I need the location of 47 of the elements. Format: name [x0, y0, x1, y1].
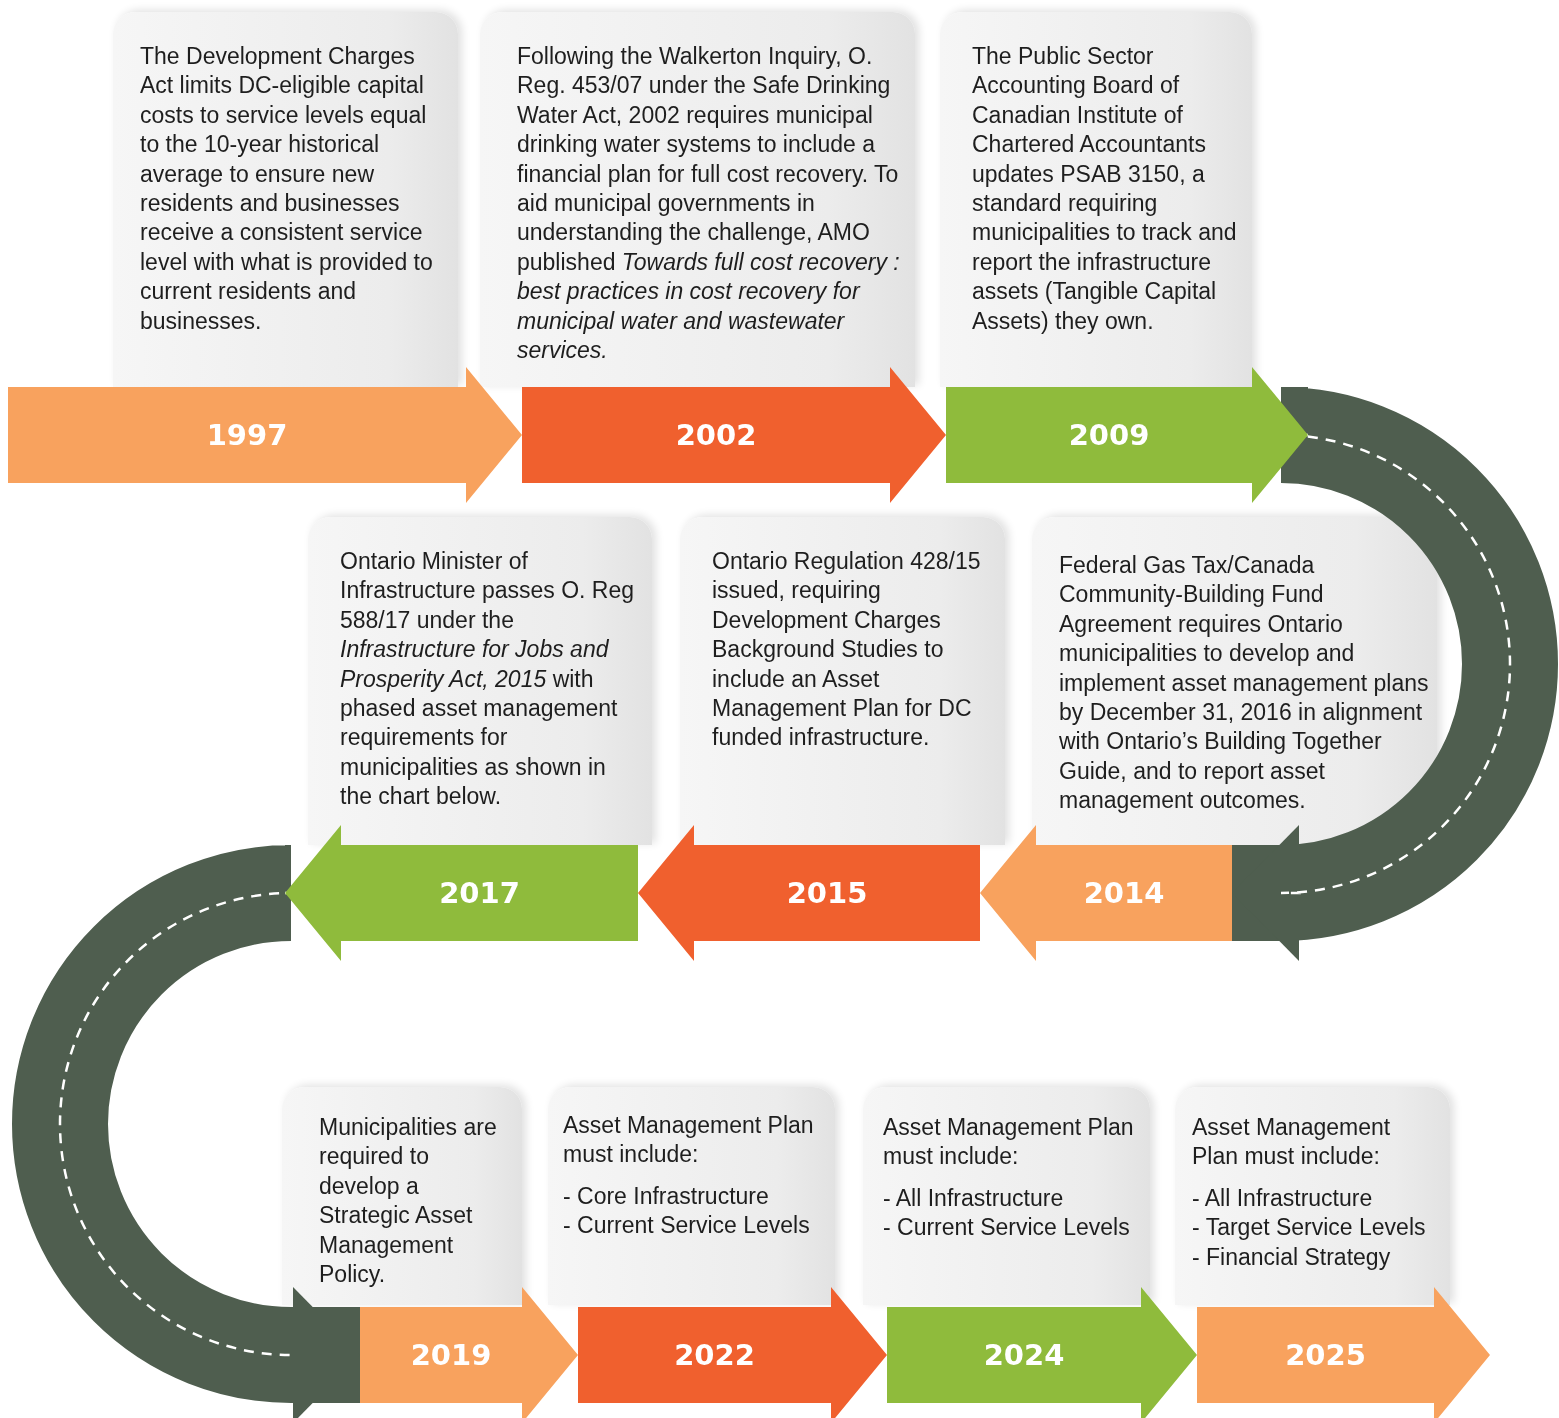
heading-text: Asset Management Plan must include:: [883, 1113, 1135, 1172]
timeline-card: [308, 517, 652, 845]
heading-text: Asset Management Plan must include:: [1192, 1113, 1392, 1172]
list-item: - Core Infrastructure: [563, 1181, 770, 1211]
description-text: Federal Gas Tax/Canada Community-Building Fund Agreement requires Ontario municipalities to develop and implement asset management plans by December 31, 2016 in alignment with Ontario’s Building Together Guide, and to report asset management outcomes.: [1059, 551, 1429, 816]
timeline-card: [680, 517, 1005, 845]
year-label: 2009: [1068, 418, 1150, 452]
timeline-card: [863, 1087, 1150, 1305]
list-item: - All Infrastructure: [1192, 1183, 1374, 1213]
timeline-card: [940, 12, 1252, 387]
year-label: 2019: [410, 1338, 492, 1372]
description-text: The Public Sector Accounting Board of Canadian Institute of Chartered Accountants updates PSAB 3150, a standard requiring municipalities to track and report the infrastructure assets (Tangible Capital Assets) they own.: [972, 42, 1238, 336]
year-banner: [638, 825, 980, 961]
timeline-card: [113, 12, 458, 387]
year-banner: [980, 825, 1232, 961]
timeline-card: [480, 12, 915, 387]
timeline-card: [1175, 1087, 1450, 1305]
description-text: The Development Charges Act limits DC-eligible capital costs to service levels equal to the 10-year historical average to ensure new residents and businesses receive a consistent service level with what is provided to current residents and businesses.: [140, 42, 434, 336]
year-label: 2022: [674, 1338, 755, 1372]
timeline-card: [282, 1087, 522, 1305]
year-label: 2014: [1083, 876, 1165, 910]
year-banner: [1197, 1287, 1490, 1418]
year-banner: [578, 1287, 887, 1418]
year-banner: [522, 367, 946, 503]
year-banner: [360, 1287, 578, 1418]
year-banner: [8, 367, 522, 503]
timeline-card: [548, 1087, 835, 1305]
year-label: 2002: [675, 418, 757, 452]
year-label: 2017: [439, 876, 520, 910]
year-banner: [946, 367, 1308, 503]
year-label: 2025: [1285, 1338, 1366, 1372]
year-banner: [285, 825, 638, 961]
year-label: 2015: [786, 876, 868, 910]
timeline-card: [1032, 517, 1437, 845]
year-banner: [887, 1287, 1197, 1418]
list-item: - Current Service Levels: [883, 1213, 1131, 1243]
description-text: Municipalities are required to develop a Strategic Asset Management Policy.: [319, 1113, 498, 1290]
description-text: Ontario Regulation 428/15 issued, requiring Development Charges Background Studies to include an Asset Management Plan for DC funded infrastructure.: [712, 547, 982, 753]
description-text: Following the Walkerton Inquiry, O. Reg. 453/07 under the Safe Drinking Water Act, 2002 requires municipal drinking water systems to include a financial plan for full cost recovery. To aid municipal governments in understanding the challenge, AMO published Towards full cost recovery : best practices in cost recovery for municipal water and wastewater services.: [517, 42, 901, 366]
heading-text: Asset Management Plan must include:: [563, 1111, 815, 1170]
description-text: Ontario Minister of Infrastructure passes O. Reg 588/17 under the Infrastructure for Jobs and Prosperity Act, 2015 with phased asset management requirements for municipalities as shown in the chart below.: [340, 547, 635, 812]
year-label: 1997: [206, 418, 288, 452]
list-item: - All Infrastructure: [883, 1183, 1065, 1213]
year-label: 2024: [983, 1338, 1065, 1372]
list-item: - Financial Strategy: [1192, 1242, 1392, 1272]
list-item: - Target Service Levels: [1192, 1213, 1427, 1243]
list-item: - Current Service Levels: [563, 1211, 811, 1241]
